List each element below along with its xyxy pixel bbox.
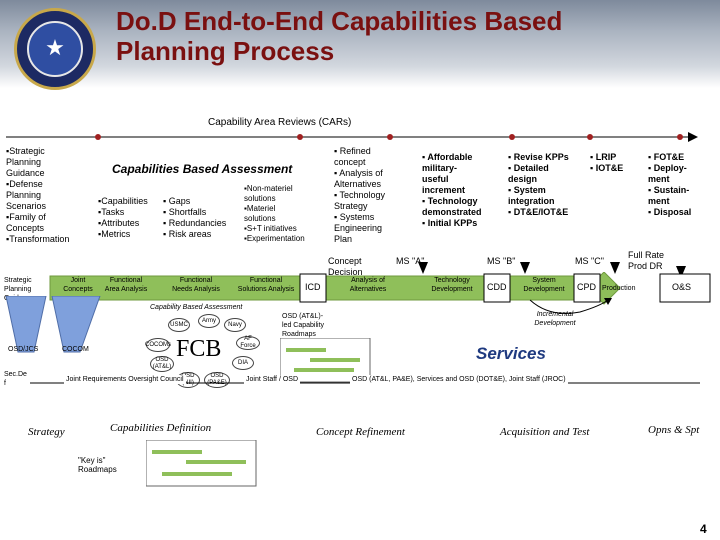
car-label: Capability Area Reviews (CARs) <box>208 117 352 128</box>
flow-icd: ICD <box>305 282 321 292</box>
dod-seal-logo: ★ <box>14 8 96 90</box>
fcb-air-force: AF Force <box>236 336 260 350</box>
milestone-b-arrow <box>520 262 530 274</box>
title-band <box>0 0 720 88</box>
cba-small-label: Capability Based Assessment <box>150 304 243 311</box>
production-list: ▪ LRIP ▪ IOT&E <box>590 152 624 173</box>
cocom-label: COCOM <box>62 346 89 353</box>
phase-strategy: Strategy <box>28 426 65 438</box>
flow-analysis-of-alternatives: Analysis of Alternatives <box>349 277 387 293</box>
fcb-label: FCB <box>176 336 222 362</box>
flow-functional-solutions-analysis: Functional Solutions Analysis <box>237 277 295 293</box>
fcb-cocoms: COCOMs <box>145 338 171 352</box>
cba-capabilities-list: ▪Capabilities ▪Tasks ▪Attributes ▪Metric… <box>98 196 148 239</box>
flow-cdd: CDD <box>487 282 507 292</box>
phase-opns-spt: Opns & Spt <box>648 424 700 436</box>
technology-development-list: ▪ Affordable military- useful increment … <box>422 152 482 228</box>
phase-concept-refinement: Concept Refinement <box>316 426 405 438</box>
concept-refinement-list: ▪ Refined concept ▪ Analysis of Alternat… <box>334 146 386 244</box>
cba-gaps-list: ▪ Gaps ▪ Shortfalls ▪ Redundancies ▪ Ris… <box>163 196 227 239</box>
services-label: Services <box>476 344 546 363</box>
phase-capabilities-definition: Capabilities Definition <box>110 422 212 434</box>
process-flow-arrow <box>49 272 711 305</box>
fcb-dia: DIA <box>232 356 254 370</box>
fcb-army: Army <box>198 314 220 328</box>
phase-acquisition-test: Acquisition and Test <box>500 426 590 438</box>
milestone-c-arrow <box>610 262 620 274</box>
milestone-b-label: MS "B" <box>487 256 516 266</box>
full-rate-arrow <box>676 266 686 278</box>
fcb-usmc: USMC <box>168 318 190 332</box>
operations-support-list: ▪ FOT&E ▪ Deploy- ment ▪ Sustain- ment ▪… <box>648 152 692 217</box>
cba-title: Capabilities Based Assessment <box>112 162 293 176</box>
flow-os: O&S <box>672 282 692 292</box>
osd-jcs-label: OSD/JCS <box>8 346 39 353</box>
jroc-council-label: Joint Requirements Oversight Council <box>64 375 186 384</box>
secdef-label: Sec.De f <box>4 371 27 387</box>
flow-functional-area-analysis: Functional Area Analysis <box>104 277 148 293</box>
flow-system-development: System Development <box>523 277 565 293</box>
osd-cocom-funnel <box>5 296 101 353</box>
milestone-a-arrow <box>418 262 428 274</box>
concept-decision-label: Concept Decision <box>328 256 363 277</box>
milestone-a-label: MS "A" <box>396 256 425 266</box>
system-development-list: ▪ Revise KPPs ▪ Detailed design ▪ System… <box>508 152 569 217</box>
slide-title: Do.D End-to-End Capabilities Based Plann… <box>116 6 676 66</box>
flow-production: Production <box>602 285 636 292</box>
flow-cpd: CPD <box>577 282 597 292</box>
incremental-loop-arrow <box>529 298 612 314</box>
osd-roadmaps-label: OSD (AT&L)- led Capability Roadmaps <box>282 313 325 338</box>
cba-solutions-list: ▪Non-materiel solutions ▪Materiel soluti… <box>244 184 305 243</box>
flow-joint-concepts: Joint Concepts <box>63 277 93 293</box>
acquisition-oversight-label: OSD (AT&L, PA&E), Services and OSD (DOT&… <box>350 375 568 384</box>
title-line-2: Planning Process <box>116 36 335 66</box>
key-roadmaps-label: "Key is" Roadmaps <box>78 456 117 474</box>
flow-functional-needs-analysis: Functional Needs Analysis <box>172 277 220 293</box>
car-timeline <box>6 132 698 142</box>
fcb-navy: Navy <box>224 318 246 332</box>
strategic-inputs-list: ▪Strategic Planning Guidance ▪Defense Pl… <box>6 146 70 244</box>
flow-technology-development: Technology Development <box>431 277 473 293</box>
fcb-osd-atl: OSD (AT&L) <box>150 356 174 372</box>
incremental-development-label: Incremental Development <box>534 311 576 327</box>
page-number: 4 <box>700 522 707 536</box>
fcb-diagram: FCB USMC Army Navy COCOMs AF Force OSD (… <box>140 314 270 390</box>
key-roadmap-grid <box>146 440 257 487</box>
capability-roadmap-grid <box>280 338 371 383</box>
milestone-c-label: MS "C" <box>575 256 604 266</box>
joint-staff-osd-label: Joint Staff / OSD <box>244 375 301 384</box>
title-line-1: Do.D End-to-End Capabilities Based <box>116 6 563 36</box>
full-rate-prod-label: Full Rate Prod DR <box>628 250 665 271</box>
